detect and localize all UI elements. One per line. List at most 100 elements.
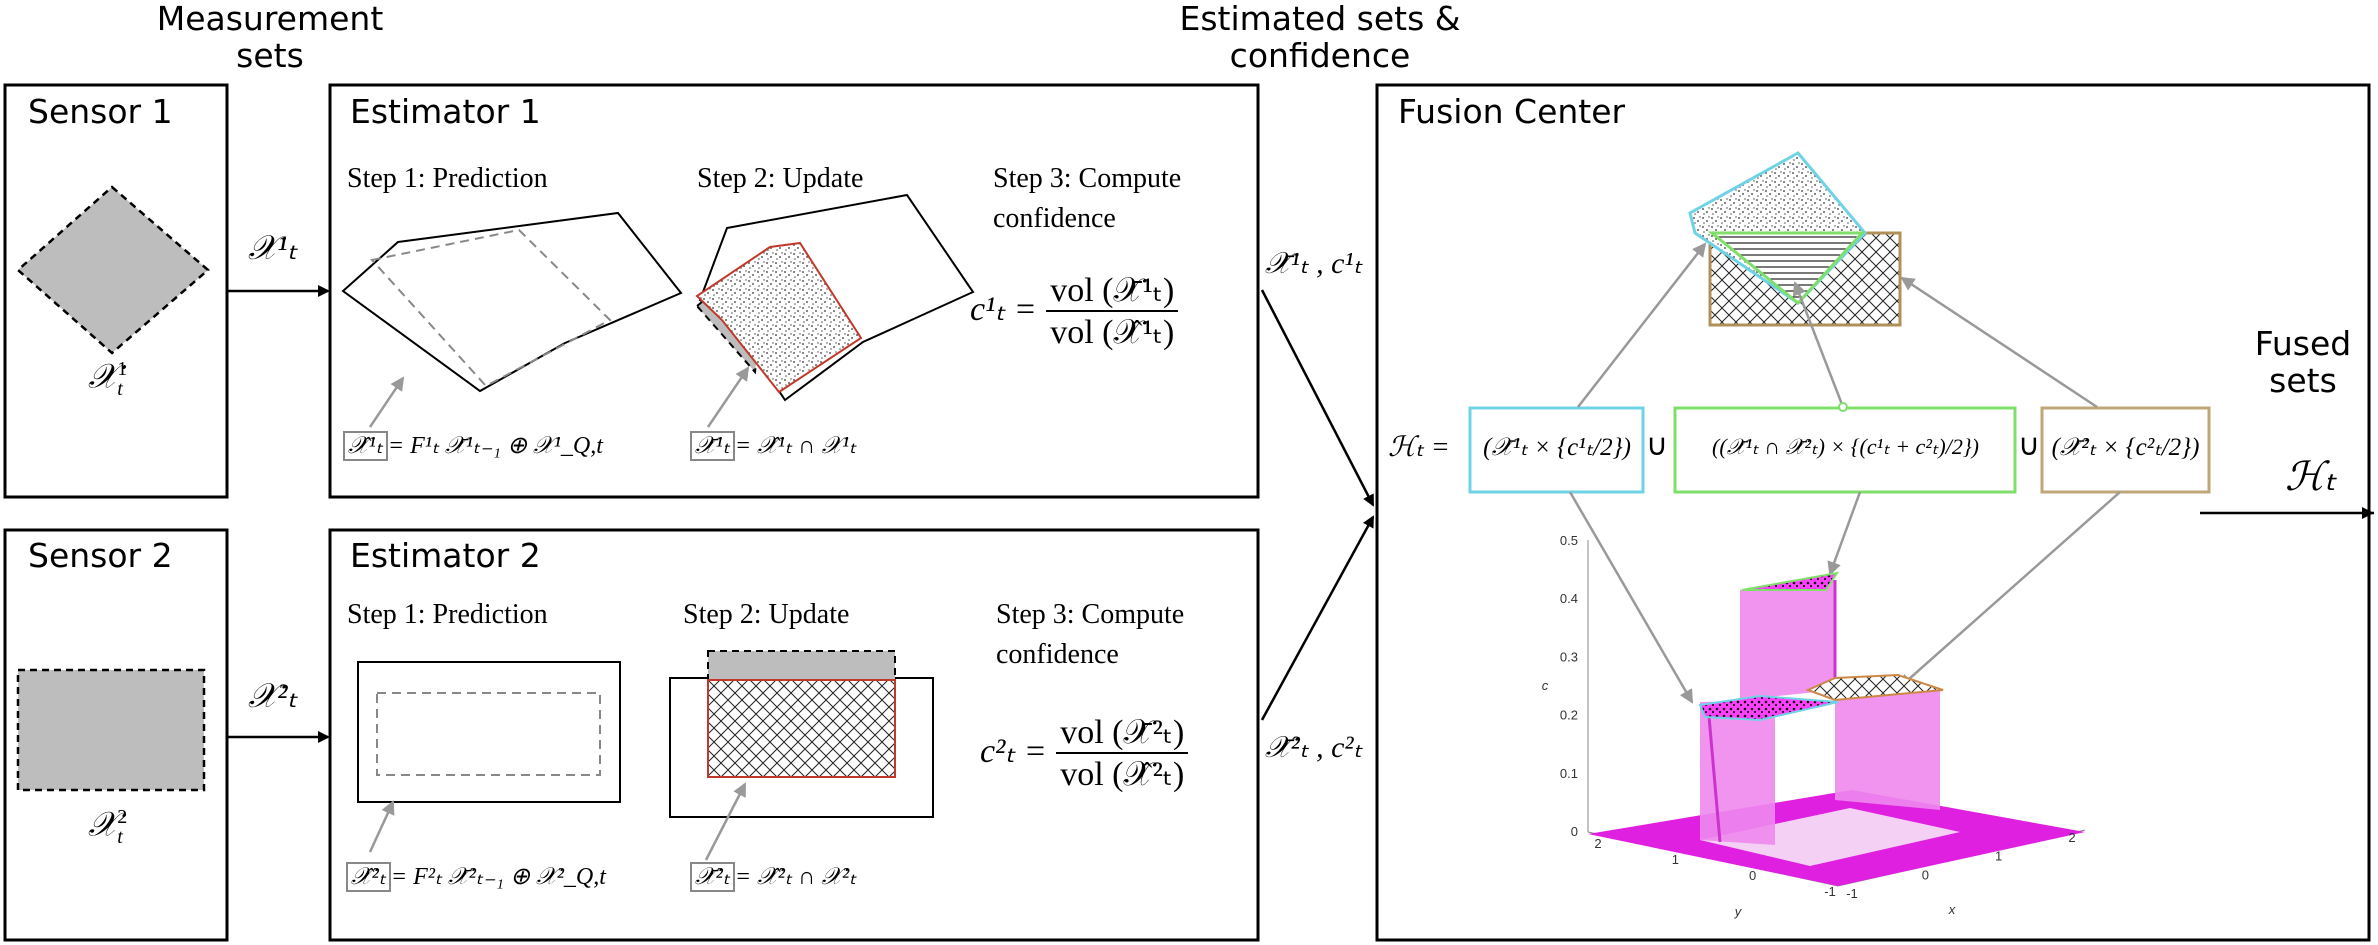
y-tick-label: 0 [1749, 868, 1756, 883]
c-tick-label: 0.3 [1560, 649, 1578, 664]
measurement-sets-header: Measurement sets [140, 0, 400, 74]
fc-pointer-junction [1838, 402, 1848, 412]
e2-step1: Step 1: Prediction [347, 599, 548, 630]
fc-term2-set [1707, 231, 1866, 306]
c-tick-label: 0.2 [1560, 708, 1578, 723]
sensor2-rect [16, 668, 206, 792]
plot-wall-2 [1740, 580, 1835, 700]
arrow-label-est1: 𝒳̄¹ₜ , c¹ₜ [1265, 247, 1363, 280]
e1-conf-lhs: c¹ₜ = [970, 290, 1037, 328]
union-2: ∪ [2018, 429, 2040, 462]
term2-text: ((𝒳̄¹ₜ ∩ 𝒳̄²ₜ) × {(c¹ₜ + c²ₜ)/2}) [1712, 434, 1979, 459]
y-tick-label: -1 [1824, 884, 1836, 899]
fc-pointer-term3-up [1900, 276, 2098, 409]
e2-pred-outer [357, 661, 621, 803]
arrow-estimator2-fusion [1260, 515, 1375, 721]
x-axis-label: x [1948, 902, 1956, 917]
measurement-sets-line1: Measurement [156, 0, 384, 38]
e2-upd-eq: 𝒳̄²ₜ= 𝒳̂²ₜ ∩ 𝒳²ₜ [690, 862, 856, 892]
e1-upd-eq: 𝒳̄¹ₜ= 𝒳̂¹ₜ ∩ 𝒳¹ₜ [690, 431, 856, 461]
arrow-label-x1: 𝒳¹ₜ [248, 230, 298, 267]
fused-sets-line1: Fused [2254, 324, 2352, 363]
e1-conf-num: vol (𝒳̄¹ₜ) [1046, 270, 1179, 312]
fc-pointer-term1-up [1577, 242, 1707, 408]
e1-upd-boxed: 𝒳̄¹ₜ [690, 431, 735, 461]
term1-box [1468, 406, 1645, 494]
e2-pointer-pred [368, 800, 395, 853]
e1-step3: Step 3: Compute confidence [993, 159, 1181, 239]
plot-surface-term2 [1741, 571, 1840, 591]
e1-step3-line1: Step 3: Compute [993, 163, 1182, 194]
estimator1-box [328, 83, 1260, 499]
e1-pred-outer [341, 211, 683, 393]
fc-pointer-term2-down [1827, 491, 1862, 576]
e1-conf-den: vol (𝒳̂¹ₜ) [1050, 314, 1175, 351]
plot-wall-3 [1835, 680, 1940, 810]
x-tick-label: 1 [1995, 849, 2002, 864]
fc-pointer-term3-down [1898, 491, 2121, 689]
fused-sets-line2: sets [2269, 361, 2337, 400]
e2-upd-boxed: 𝒳̄²ₜ [690, 862, 735, 892]
y-tick-label: 1 [1672, 852, 1679, 867]
measurement-sets-line2: sets [236, 36, 304, 75]
e2-step3: Step 3: Compute confidence [996, 595, 1184, 675]
e2-upd-intersection [707, 679, 896, 778]
e1-step3-line2: confidence [993, 203, 1116, 234]
estimator2-title: Estimator 2 [350, 536, 541, 575]
sensor1-label: 𝒳1t [88, 358, 128, 401]
estimated-sets-header: Estimated sets & confidence [1160, 0, 1480, 74]
e2-confidence-formula: c²ₜ = vol (𝒳̄²ₜ) vol (𝒳̂²ₜ) [980, 712, 1189, 794]
fc-3d-plot [1587, 540, 2086, 887]
e1-step2: Step 2: Update [697, 163, 864, 194]
fc-pointer-term2-up [1792, 281, 1845, 408]
e2-pred-boxed: 𝒳̂²ₜ [346, 862, 391, 892]
y-tick-label: 2 [1594, 836, 1601, 851]
e1-conf-frac: vol (𝒳̄¹ₜ) vol (𝒳̂¹ₜ) [1046, 270, 1179, 352]
plot-surface-term3 [1805, 673, 1944, 702]
e2-pointer-upd [704, 782, 747, 861]
e1-pointer-pred [368, 376, 405, 428]
sensor2-title: Sensor 2 [28, 536, 173, 575]
e1-pred-boxed: 𝒳̂¹ₜ [343, 431, 388, 461]
fc-pointer-term1-down [1568, 491, 1694, 704]
arrow-label-out: ℋₜ [2285, 454, 2337, 499]
plot-wall-1 [1700, 700, 1775, 845]
h-lhs: ℋₜ = [1388, 432, 1450, 463]
plot-wall-edge [1706, 704, 1722, 843]
e2-step2: Step 2: Update [683, 599, 850, 630]
e1-pred-inner [370, 228, 612, 388]
e2-step3-line2: confidence [996, 639, 1119, 670]
e2-conf-den: vol (𝒳̂²ₜ) [1060, 756, 1185, 793]
c-axis-label: c [1542, 678, 1549, 693]
e2-conf-num: vol (𝒳̄²ₜ) [1056, 712, 1189, 754]
plot-floor-hole [1700, 808, 1960, 866]
e2-pred-inner [376, 692, 601, 776]
c-tick-label: 0.5 [1560, 533, 1578, 548]
e2-pred-eq: 𝒳̂²ₜ= F²ₜ 𝒳̄²ₜ₋₁ ⊕ 𝒳²_Q,t [346, 862, 606, 892]
fused-sets-header: Fused sets [2238, 325, 2368, 399]
e2-step3-line1: Step 3: Compute [996, 599, 1185, 630]
e1-confidence-formula: c¹ₜ = vol (𝒳̄¹ₜ) vol (𝒳̂¹ₜ) [970, 270, 1179, 352]
c-tick-label: 0 [1571, 824, 1578, 839]
e1-step1: Step 1: Prediction [347, 163, 548, 194]
union-1: ∪ [1646, 429, 1668, 462]
sensor2-box [3, 528, 229, 942]
sensor1-title: Sensor 1 [28, 92, 173, 131]
sensor1-diamond [16, 185, 210, 355]
term3-box [2040, 406, 2211, 494]
e1-upd-intersection [695, 241, 863, 394]
c-tick-label: 0.1 [1560, 766, 1578, 781]
term1-text: (𝒳̄¹ₜ × {c¹ₜ/2}) [1483, 434, 1631, 461]
x-tick-label: 2 [2068, 830, 2075, 845]
arrow-estimator1-fusion [1260, 289, 1375, 507]
plot-surface-term1 [1698, 694, 1839, 722]
c-tick-label: 0.4 [1560, 591, 1578, 606]
arrow-label-x2: 𝒳²ₜ [248, 678, 298, 715]
e2-conf-frac: vol (𝒳̄²ₜ) vol (𝒳̂²ₜ) [1056, 712, 1189, 794]
x-tick-label: -1 [1846, 886, 1858, 901]
y-axis-label: y [1734, 904, 1743, 919]
estimator1-title: Estimator 1 [350, 92, 541, 131]
estimator2-box [328, 528, 1260, 942]
